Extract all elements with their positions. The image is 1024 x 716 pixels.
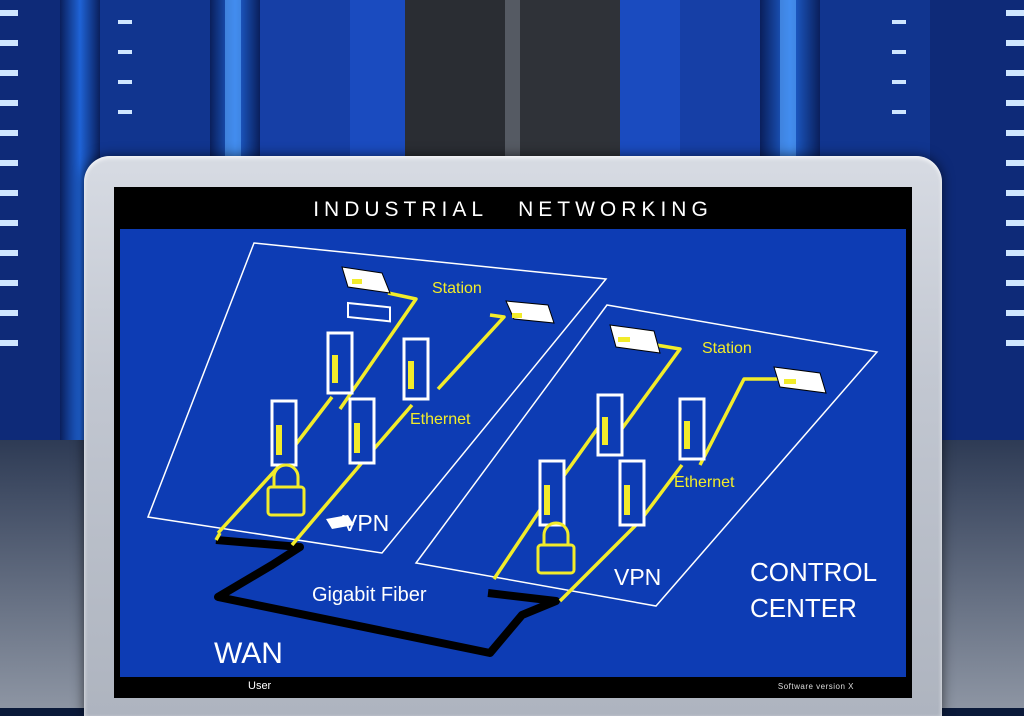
control-center-label-line1: CONTROL [750,557,877,587]
right-switch-c [538,459,566,527]
network-diagram-canvas: Station Ethernet VPN Station Ethernet VP… [146,242,879,670]
wan-link-line [214,536,560,657]
left-station-box-2 [505,300,555,324]
right-ethernet-label: Ethernet [674,474,735,491]
right-lock-icon [536,521,576,575]
right-switch-b [678,397,706,461]
right-vpn-label: VPN [614,564,661,590]
wan-label: WAN [214,637,283,670]
left-switch-c [270,399,298,467]
status-user-label: User [248,680,272,692]
status-bar: User Software version X [114,677,912,698]
right-zone-outline [414,304,879,607]
left-switch-1 [326,515,354,529]
control-center-label-line2: CENTER [750,593,857,623]
left-station-box-1 [341,266,391,323]
screen-title: INDUSTRIAL NETWORKING [114,187,912,229]
right-switch-a [596,393,624,457]
network-diagram: Station Ethernet VPN Station Ethernet VP… [120,229,906,677]
left-station-label: Station [432,280,482,297]
left-zone-outline [146,242,608,554]
left-vpn-label: VPN [342,510,389,536]
right-station-box-1 [609,324,661,354]
left-switch-b [402,337,430,401]
left-switch-a [326,331,354,395]
software-version-label: Software version X [777,682,854,691]
left-switch-d [348,397,376,465]
monitor-screen: INDUSTRIAL NETWORKING [114,187,912,698]
right-switch-d [618,459,646,527]
left-lock-icon [266,463,306,517]
gigabit-fiber-label: Gigabit Fiber [312,584,427,606]
right-station-label: Station [702,340,752,357]
left-ethernet-label: Ethernet [410,411,471,428]
right-station-box-2 [773,366,827,394]
